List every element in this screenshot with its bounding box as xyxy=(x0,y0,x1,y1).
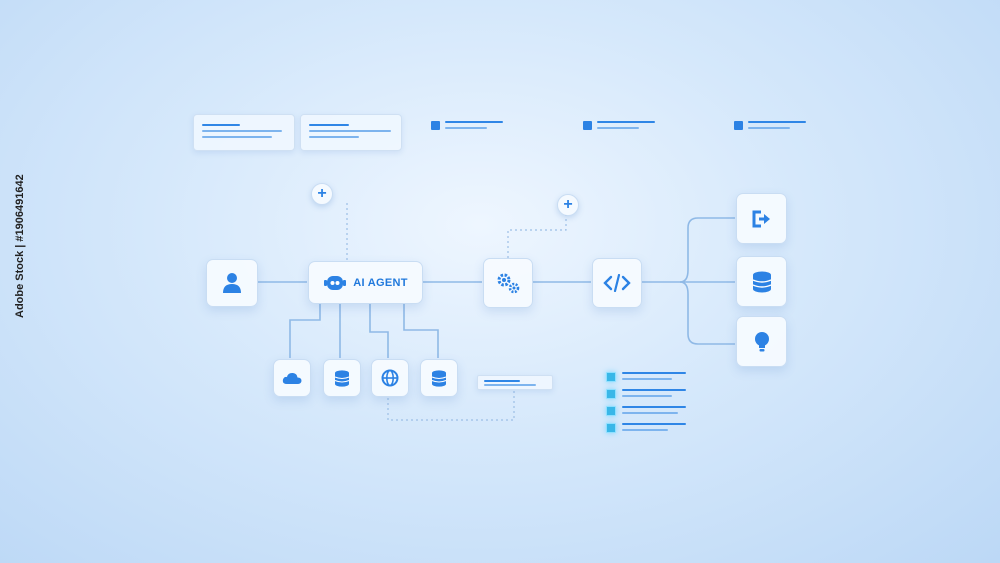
idea-node[interactable] xyxy=(736,316,787,367)
user-node[interactable] xyxy=(206,259,258,307)
code-node[interactable] xyxy=(592,258,642,308)
processing-node[interactable] xyxy=(483,258,533,308)
user-icon xyxy=(222,272,242,294)
globe-icon xyxy=(381,369,399,387)
cloud-icon xyxy=(282,372,302,385)
text-field-panel xyxy=(477,375,553,390)
database-node-2[interactable] xyxy=(420,359,458,397)
web-node[interactable] xyxy=(371,359,409,397)
database-output-node[interactable] xyxy=(736,256,787,307)
robot-icon xyxy=(323,274,347,292)
database-icon xyxy=(752,271,772,293)
ai-agent-label: AI AGENT xyxy=(353,276,408,289)
top-text-panel-1 xyxy=(193,114,295,151)
gears-icon xyxy=(495,271,521,295)
ai-agent-node[interactable]: AI AGENT xyxy=(308,261,423,304)
stock-credit: Adobe Stock | #1906491642 xyxy=(14,174,26,318)
database-icon xyxy=(431,369,447,387)
lightbulb-icon xyxy=(754,331,770,353)
exit-icon xyxy=(751,209,773,229)
top-text-panel-2 xyxy=(300,114,402,151)
cloud-node[interactable] xyxy=(273,359,311,397)
code-icon xyxy=(603,274,631,292)
database-icon xyxy=(334,369,350,387)
add-node-button-2[interactable]: + xyxy=(557,194,579,216)
export-node[interactable] xyxy=(736,193,787,244)
add-node-button-1[interactable]: + xyxy=(311,183,333,205)
database-node-1[interactable] xyxy=(323,359,361,397)
